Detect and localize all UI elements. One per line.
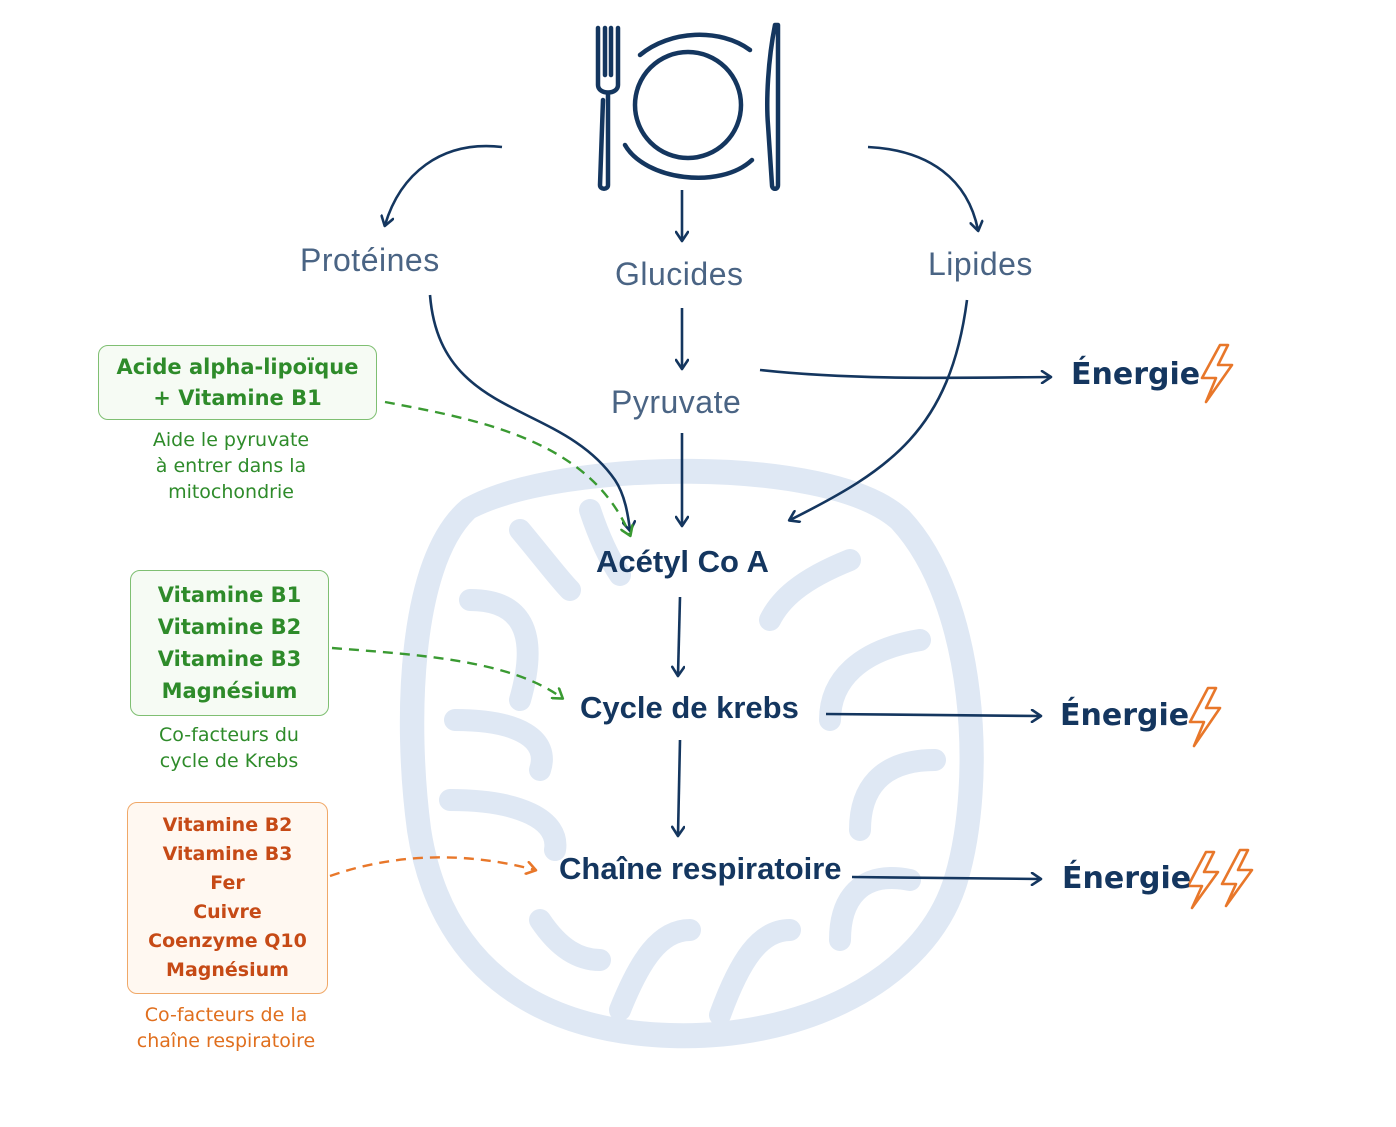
dashed-arrow-box3 [329,856,535,878]
arrow-to-energie-3 [851,877,1040,879]
box3-line-2: Vitamine B3 [162,843,293,865]
box1-note-line-1: Aide le pyruvate [152,429,310,451]
box2-line-1: Vitamine B1 [157,583,302,607]
lightning-bolt-icon [1220,848,1254,908]
arrow-to-lipides [867,145,978,230]
box3-line-3: Fer [210,872,245,894]
box1-line-2: + Vitamine B1 [153,385,322,410]
label-energie-3: Énergie [1062,861,1192,896]
label-glucides: Glucides [615,256,744,292]
box1-line-1: Acide alpha-lipoïque [116,354,359,379]
arrow-acetyl-krebs [678,596,680,675]
box2-note-line-1: Co-facteurs du [159,724,299,746]
label-pyruvate: Pyruvate [611,384,742,420]
label-proteines: Protéines [300,242,440,278]
arrow-proteines-acetyl [428,294,630,530]
plate-fork-knife-icon [595,22,781,191]
box3-note-line-1: Co-facteurs de la [144,1004,308,1026]
note-chaine: Co-facteurs de la chaîne respiratoire [110,1002,342,1054]
box2-line-3: Vitamine B3 [157,647,302,671]
dashed-arrow-box2 [331,646,562,698]
note-krebs: Co-facteurs du cycle de Krebs [118,722,340,774]
arrow-to-proteines [385,144,503,225]
lightning-bolt-icon [1200,343,1234,404]
label-chaine-respiratoire: Chaîne respiratoire [559,851,842,886]
lightning-bolt-icon [1188,686,1222,748]
label-acetyl-coa: Acétyl Co A [596,544,769,579]
box2-note-line-2: cycle de Krebs [159,750,299,772]
label-lipides: Lipides [928,246,1033,282]
note-pyruvate: Aide le pyruvate à entrer dans la mitoch… [120,427,342,505]
box2-line-2: Vitamine B2 [157,615,302,639]
arrow-to-energie-2 [825,714,1040,716]
arrow-krebs-chaine [678,739,680,835]
label-energie-1: Énergie [1071,357,1201,392]
arrow-lipides-acetyl [790,299,969,520]
cofactor-box-krebs: Vitamine B1 Vitamine B2 Vitamine B3 Magn… [130,570,329,716]
box3-note-line-2: chaîne respiratoire [136,1030,316,1052]
box3-line-4: Cuivre [193,901,262,923]
lightning-bolt-icon [1186,850,1220,910]
dashed-arrow-box1 [384,400,630,535]
label-cycle-krebs: Cycle de krebs [580,690,799,725]
arrow-to-energie-1 [759,368,1050,378]
cofactor-box-pyruvate: Acide alpha-lipoïque + Vitamine B1 [98,345,377,420]
box1-note-line-2: à entrer dans la [155,455,307,477]
box2-line-4: Magnésium [161,679,298,703]
box3-line-1: Vitamine B2 [162,814,293,836]
box1-note-line-3: mitochondrie [168,481,294,503]
box3-line-5: Coenzyme Q10 [148,930,307,952]
box3-line-6: Magnésium [166,959,289,981]
label-energie-2: Énergie [1060,698,1190,733]
cofactor-box-chaine: Vitamine B2 Vitamine B3 Fer Cuivre Coenz… [127,802,328,994]
